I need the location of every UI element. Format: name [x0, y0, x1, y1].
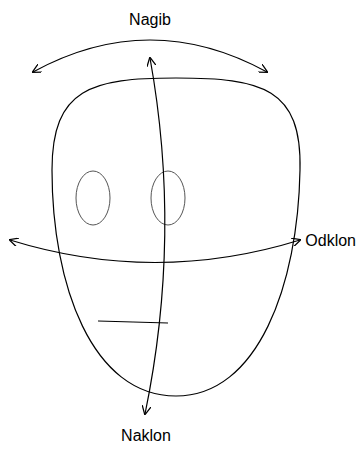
rotation-label: Odklon — [305, 232, 356, 250]
pitch-arrow — [145, 58, 165, 414]
rotation-label: Naklon — [121, 427, 171, 445]
face-outline — [52, 78, 300, 396]
left-eye — [76, 171, 110, 225]
roll-arrow — [33, 40, 267, 72]
mouth-line — [98, 321, 168, 323]
right-eye — [151, 171, 185, 225]
rotation-label: Nagib — [129, 11, 171, 29]
yaw-arrow — [10, 240, 300, 263]
